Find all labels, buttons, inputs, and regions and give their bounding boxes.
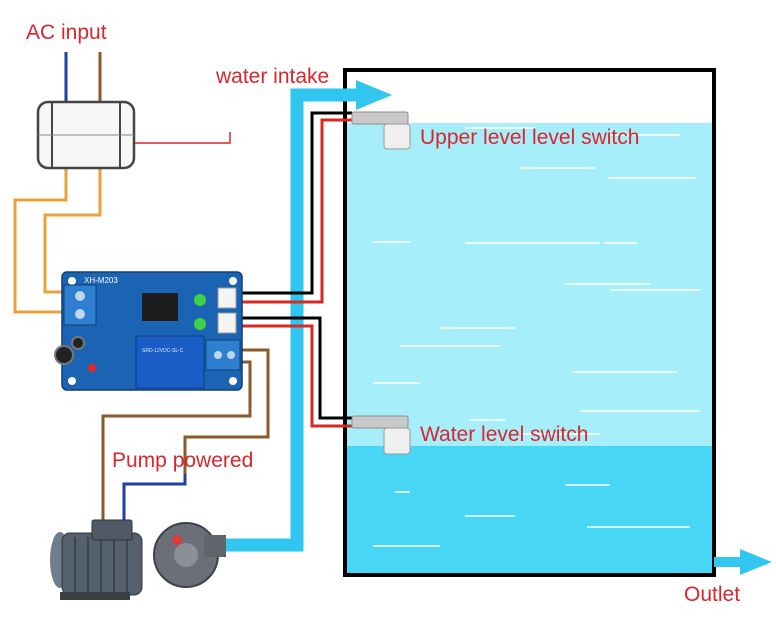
sensor-wiring	[236, 111, 352, 428]
water-intake-label: water intake	[216, 65, 330, 88]
outlet-label: Outlet	[684, 583, 741, 606]
intake-pipe	[220, 88, 362, 552]
led-green-1	[194, 294, 206, 306]
water-pump	[50, 519, 226, 600]
water-ripples	[373, 127, 700, 547]
water-tank	[343, 68, 716, 577]
tank-lower-water	[345, 446, 714, 575]
tank-upper-water	[345, 123, 714, 446]
led-red	[88, 364, 96, 372]
controller-board: XH-M203 SRD-12VDC-SL-C	[54, 271, 243, 391]
board-model: XH-M203	[84, 276, 118, 285]
water-pipes	[220, 80, 772, 575]
led-green-2	[194, 318, 206, 330]
outlet-arrow	[740, 549, 772, 575]
pump-powered-label: Pump powered	[112, 449, 254, 472]
sensor-connector-upper	[217, 287, 237, 309]
ic-chip	[142, 293, 178, 321]
relay	[135, 335, 205, 389]
pump-wiring	[101, 348, 270, 523]
ac-input-label: AC input	[26, 21, 107, 44]
capacitor-2	[71, 336, 85, 350]
tank-frame	[343, 68, 716, 577]
pump-terminal-box	[91, 519, 133, 541]
upper-switch-label: Upper level level switch	[420, 126, 640, 149]
upper-float-switch	[351, 111, 411, 150]
lower-float-switch	[351, 415, 411, 455]
capacitor-1	[54, 345, 74, 365]
lower-switch-label: Water level switch	[420, 423, 589, 446]
ac-transformer	[36, 100, 136, 170]
sensor-connector-lower	[217, 312, 237, 334]
relay-text: SRD-12VDC-SL-C	[142, 348, 184, 354]
intake-arrow	[356, 80, 392, 110]
